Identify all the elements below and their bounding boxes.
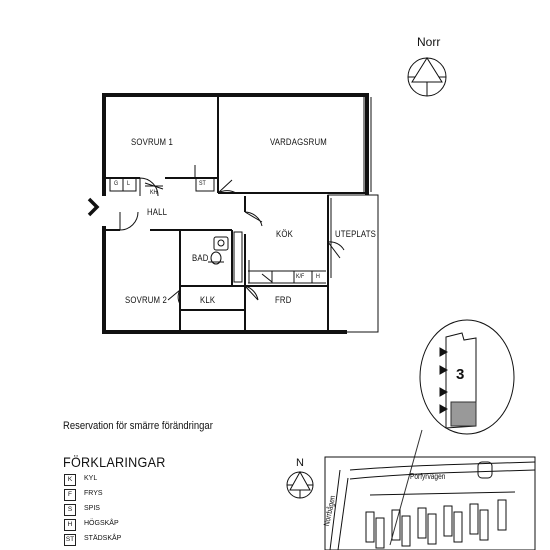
legend-key: S [64, 504, 76, 516]
legend-key: H [64, 519, 76, 531]
entrance-marker-3 [439, 387, 449, 397]
site-buildings [365, 499, 507, 549]
legend-key: F [64, 489, 76, 501]
outer-walls [102, 93, 369, 334]
patio-outline [327, 194, 379, 333]
reservation-note: Reservation för smärre förändringar [63, 420, 213, 432]
site-map [324, 456, 536, 550]
room-label-sovrum2: SOVRUM 2 [125, 295, 168, 306]
legend-text: FRYS [84, 490, 103, 497]
bathroom-fixtures [208, 231, 243, 283]
floor-plan [87, 93, 379, 334]
fixture-label-l: L [127, 180, 130, 187]
room-label-klk: KLK [200, 295, 216, 306]
window-right [363, 97, 372, 192]
legend-key: ST [64, 534, 76, 546]
fixture-label-kf: K/F [296, 273, 305, 280]
fixture-label-kh: KH [150, 189, 158, 196]
entrance-marker-1 [439, 347, 449, 357]
door-swings [119, 165, 345, 305]
entrance-marker-4 [439, 404, 449, 414]
legend-text: STÄDSKÅP [84, 535, 122, 542]
compass-site-label: N [296, 457, 304, 469]
room-label-sovrum1: SOVRUM 1 [131, 137, 174, 148]
compass-main [407, 57, 447, 97]
compass-main-label: Norr [417, 35, 441, 49]
site-map-street-porfyrvagen: Porfyrvägen [410, 472, 446, 481]
legend-title: FÖRKLARINGAR [63, 454, 166, 470]
fixture-label-st: ST [199, 180, 206, 187]
unit-number: 3 [456, 366, 465, 383]
room-label-kok: KÖK [276, 229, 293, 240]
unit-locator [389, 319, 515, 546]
kitchen-counters [248, 260, 326, 284]
room-label-vardagsrum: VARDAGSRUM [270, 137, 327, 148]
entrance-marker-2 [439, 365, 449, 375]
room-label-fro: FRD [275, 295, 292, 306]
fixture-label-g: G [114, 180, 119, 187]
room-label-bad: BAD [192, 253, 209, 264]
entry-arrow [87, 197, 100, 217]
room-label-hall: HALL [147, 207, 168, 218]
legend-text: SPIS [84, 505, 100, 512]
legend-text: HÖGSKÅP [84, 520, 119, 527]
legend-text: KYL [84, 475, 98, 482]
legend-key: K [64, 474, 76, 486]
room-label-uteplats: UTEPLATS [335, 229, 376, 240]
compass-site [286, 470, 314, 499]
fixture-label-h: H [316, 273, 320, 280]
hall-closets [109, 177, 215, 192]
